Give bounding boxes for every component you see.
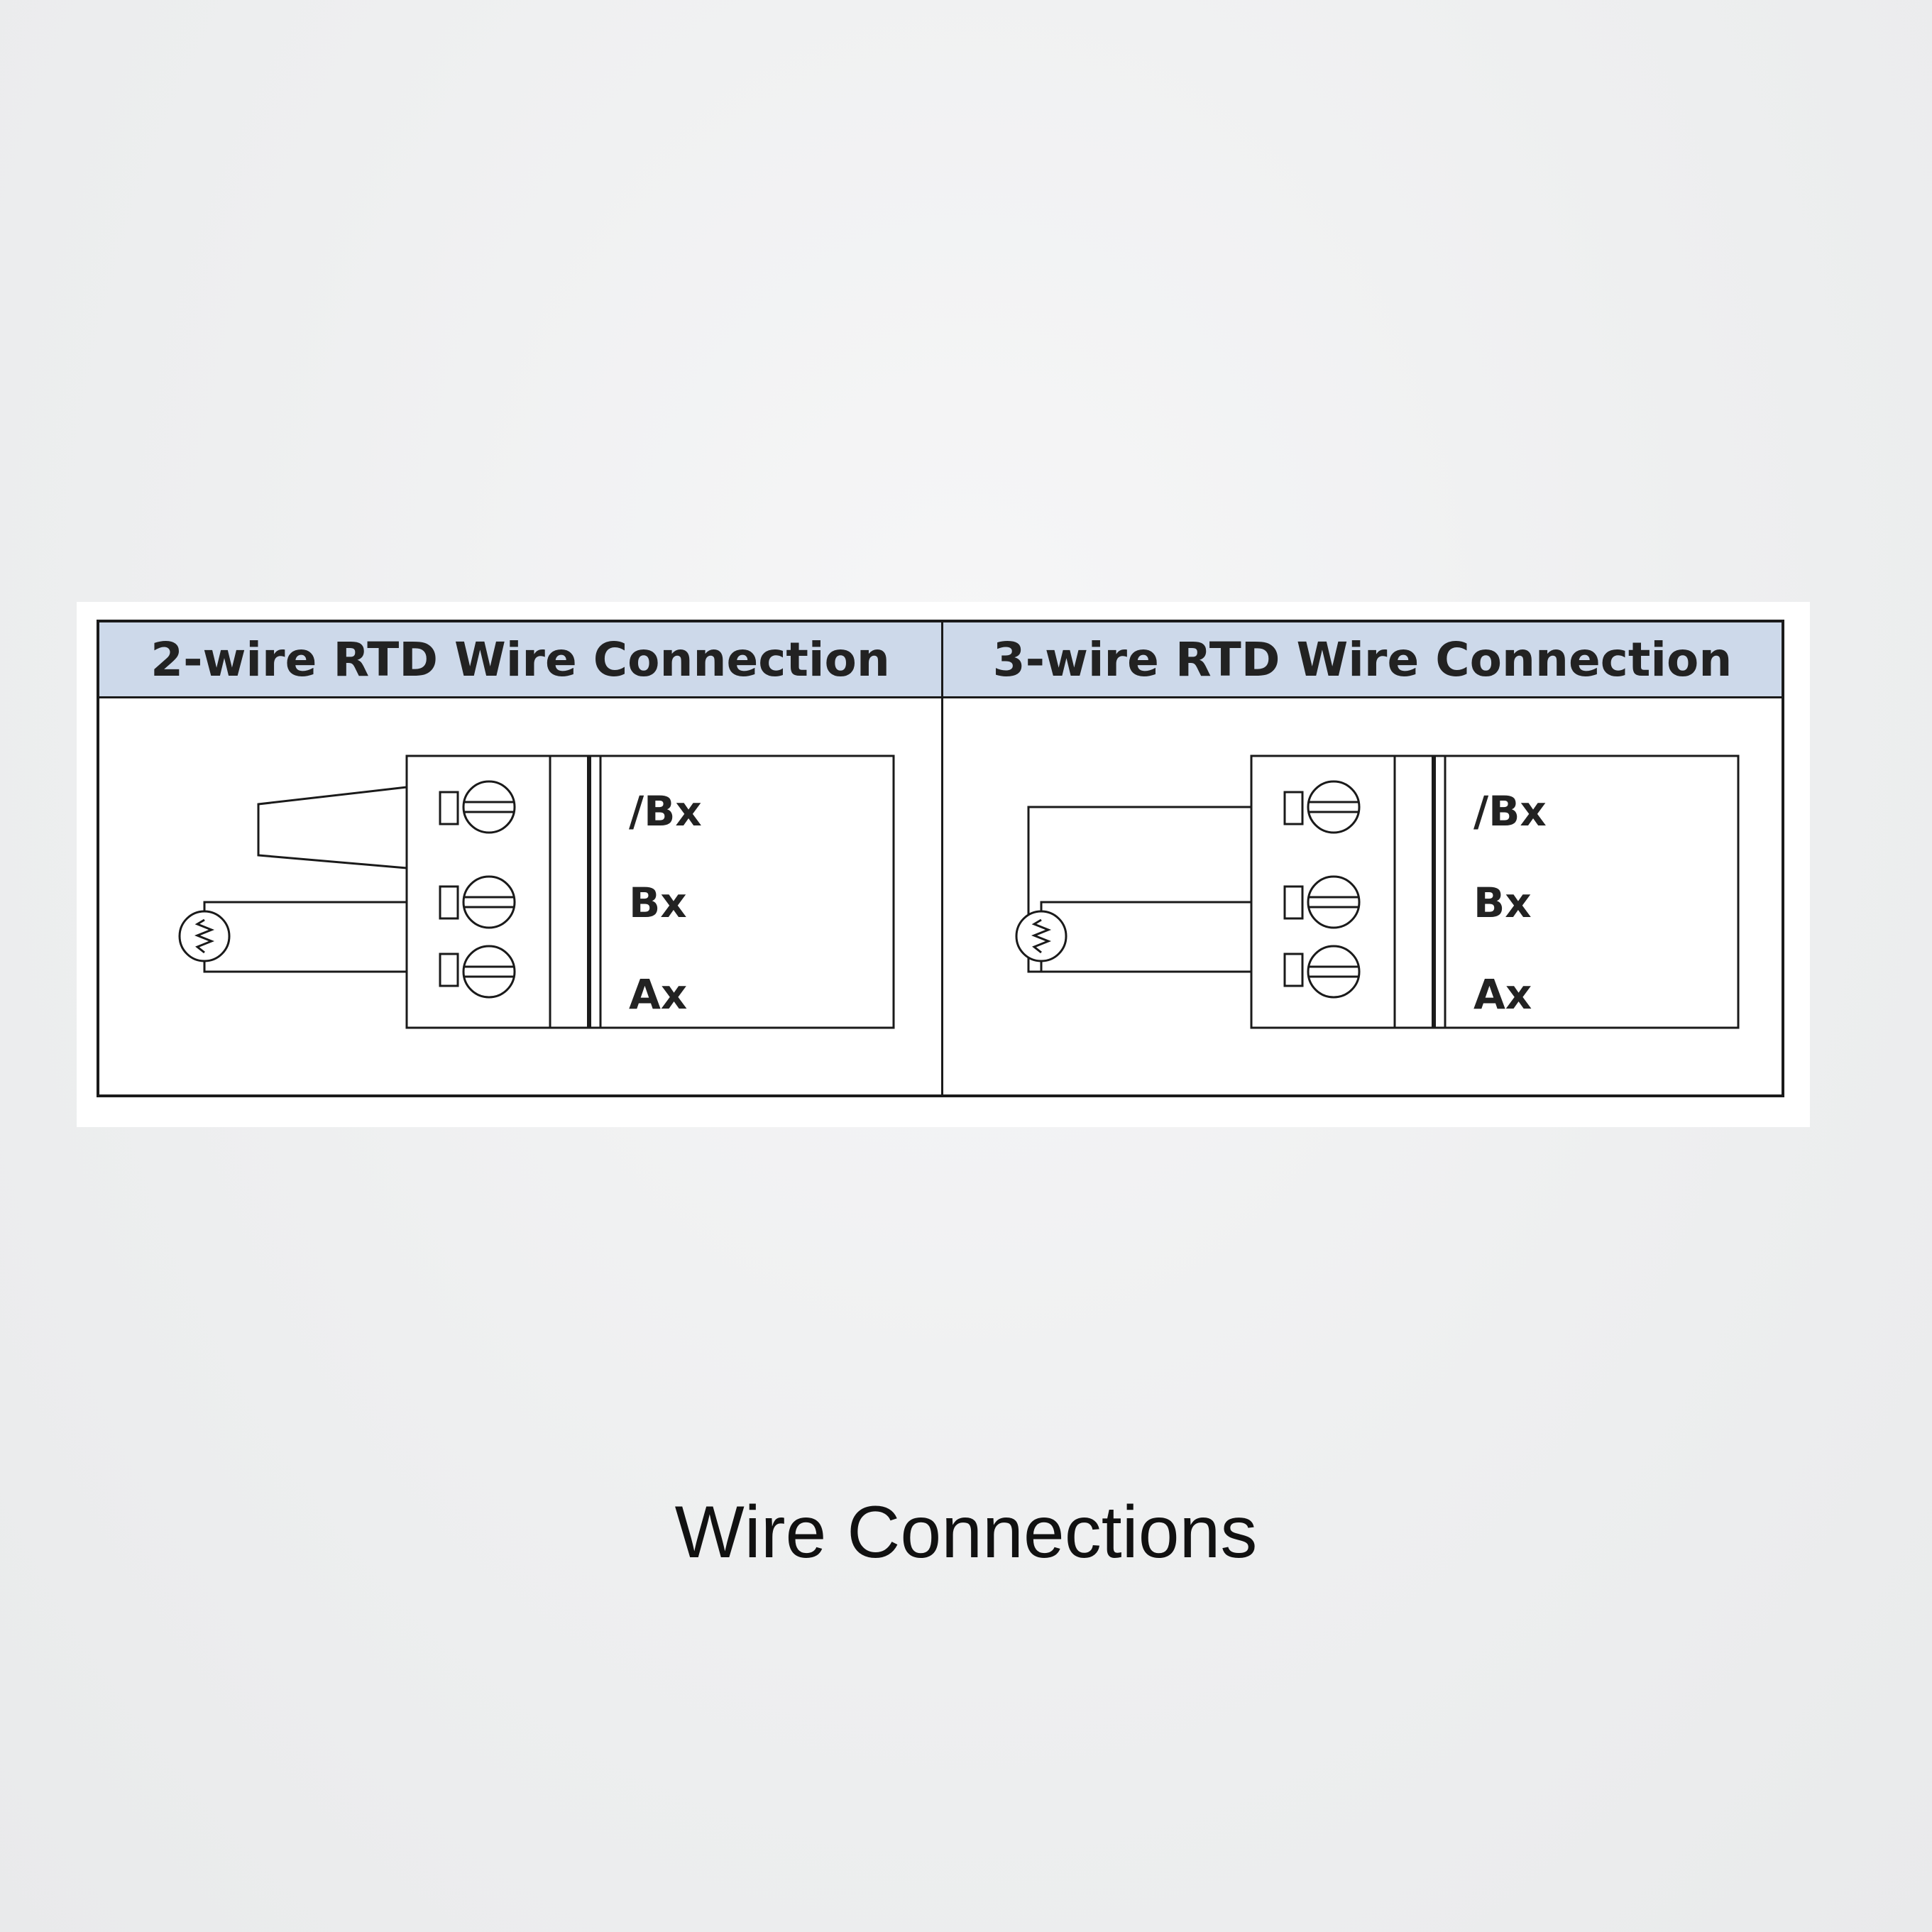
screw-3: [1307, 945, 1361, 999]
terminal-slot-2: [439, 885, 459, 920]
screw-2: [462, 875, 516, 929]
terminal-label-bx: Bx: [629, 879, 687, 927]
screw-1: [1307, 780, 1361, 834]
terminal-label-nbx: /Bx: [629, 787, 702, 835]
two-wire-schematic: [178, 754, 895, 1029]
figure-caption: Wire Connections: [674, 1491, 1258, 1574]
terminal-slot-3: [439, 953, 459, 987]
terminal-slot-1: [1283, 791, 1304, 825]
screw-3: [462, 945, 516, 999]
rtd-sensor-icon: [1015, 910, 1067, 962]
rtd-lead-outer: [1027, 806, 1251, 973]
column-divider: [941, 622, 943, 1094]
rtd-sensor-icon: [178, 910, 231, 962]
two-wire-diagram: /Bx Bx Ax: [99, 698, 941, 1095]
rtd-lead-bottom: [203, 953, 407, 973]
screw-1: [462, 780, 516, 834]
terminal-label-ax: Ax: [1473, 970, 1532, 1019]
screw-2: [1307, 875, 1361, 929]
terminal-slot-3: [1283, 953, 1304, 987]
terminal-label-nbx: /Bx: [1473, 787, 1547, 835]
wiring-figure-panel: 2-wire RTD Wire Connection 3-wire RTD Wi…: [77, 602, 1810, 1127]
terminal-block: [405, 754, 895, 1029]
three-wire-diagram: /Bx Bx Ax: [943, 698, 1782, 1095]
two-wire-title: 2-wire RTD Wire Connection: [150, 632, 890, 687]
terminal-block: [1250, 754, 1740, 1029]
terminal-label-ax: Ax: [629, 970, 688, 1019]
jumper-wire: [257, 786, 407, 869]
three-wire-schematic: [1015, 754, 1740, 1029]
three-wire-title: 3-wire RTD Wire Connection: [992, 632, 1733, 687]
rtd-lead-top: [203, 901, 407, 920]
table-header-row: [99, 622, 1782, 698]
terminal-slot-1: [439, 791, 459, 825]
rtd-lead-top: [1040, 901, 1251, 920]
terminal-slot-2: [1283, 885, 1304, 920]
wiring-table: 2-wire RTD Wire Connection 3-wire RTD Wi…: [97, 620, 1784, 1097]
terminal-label-bx: Bx: [1473, 879, 1532, 927]
